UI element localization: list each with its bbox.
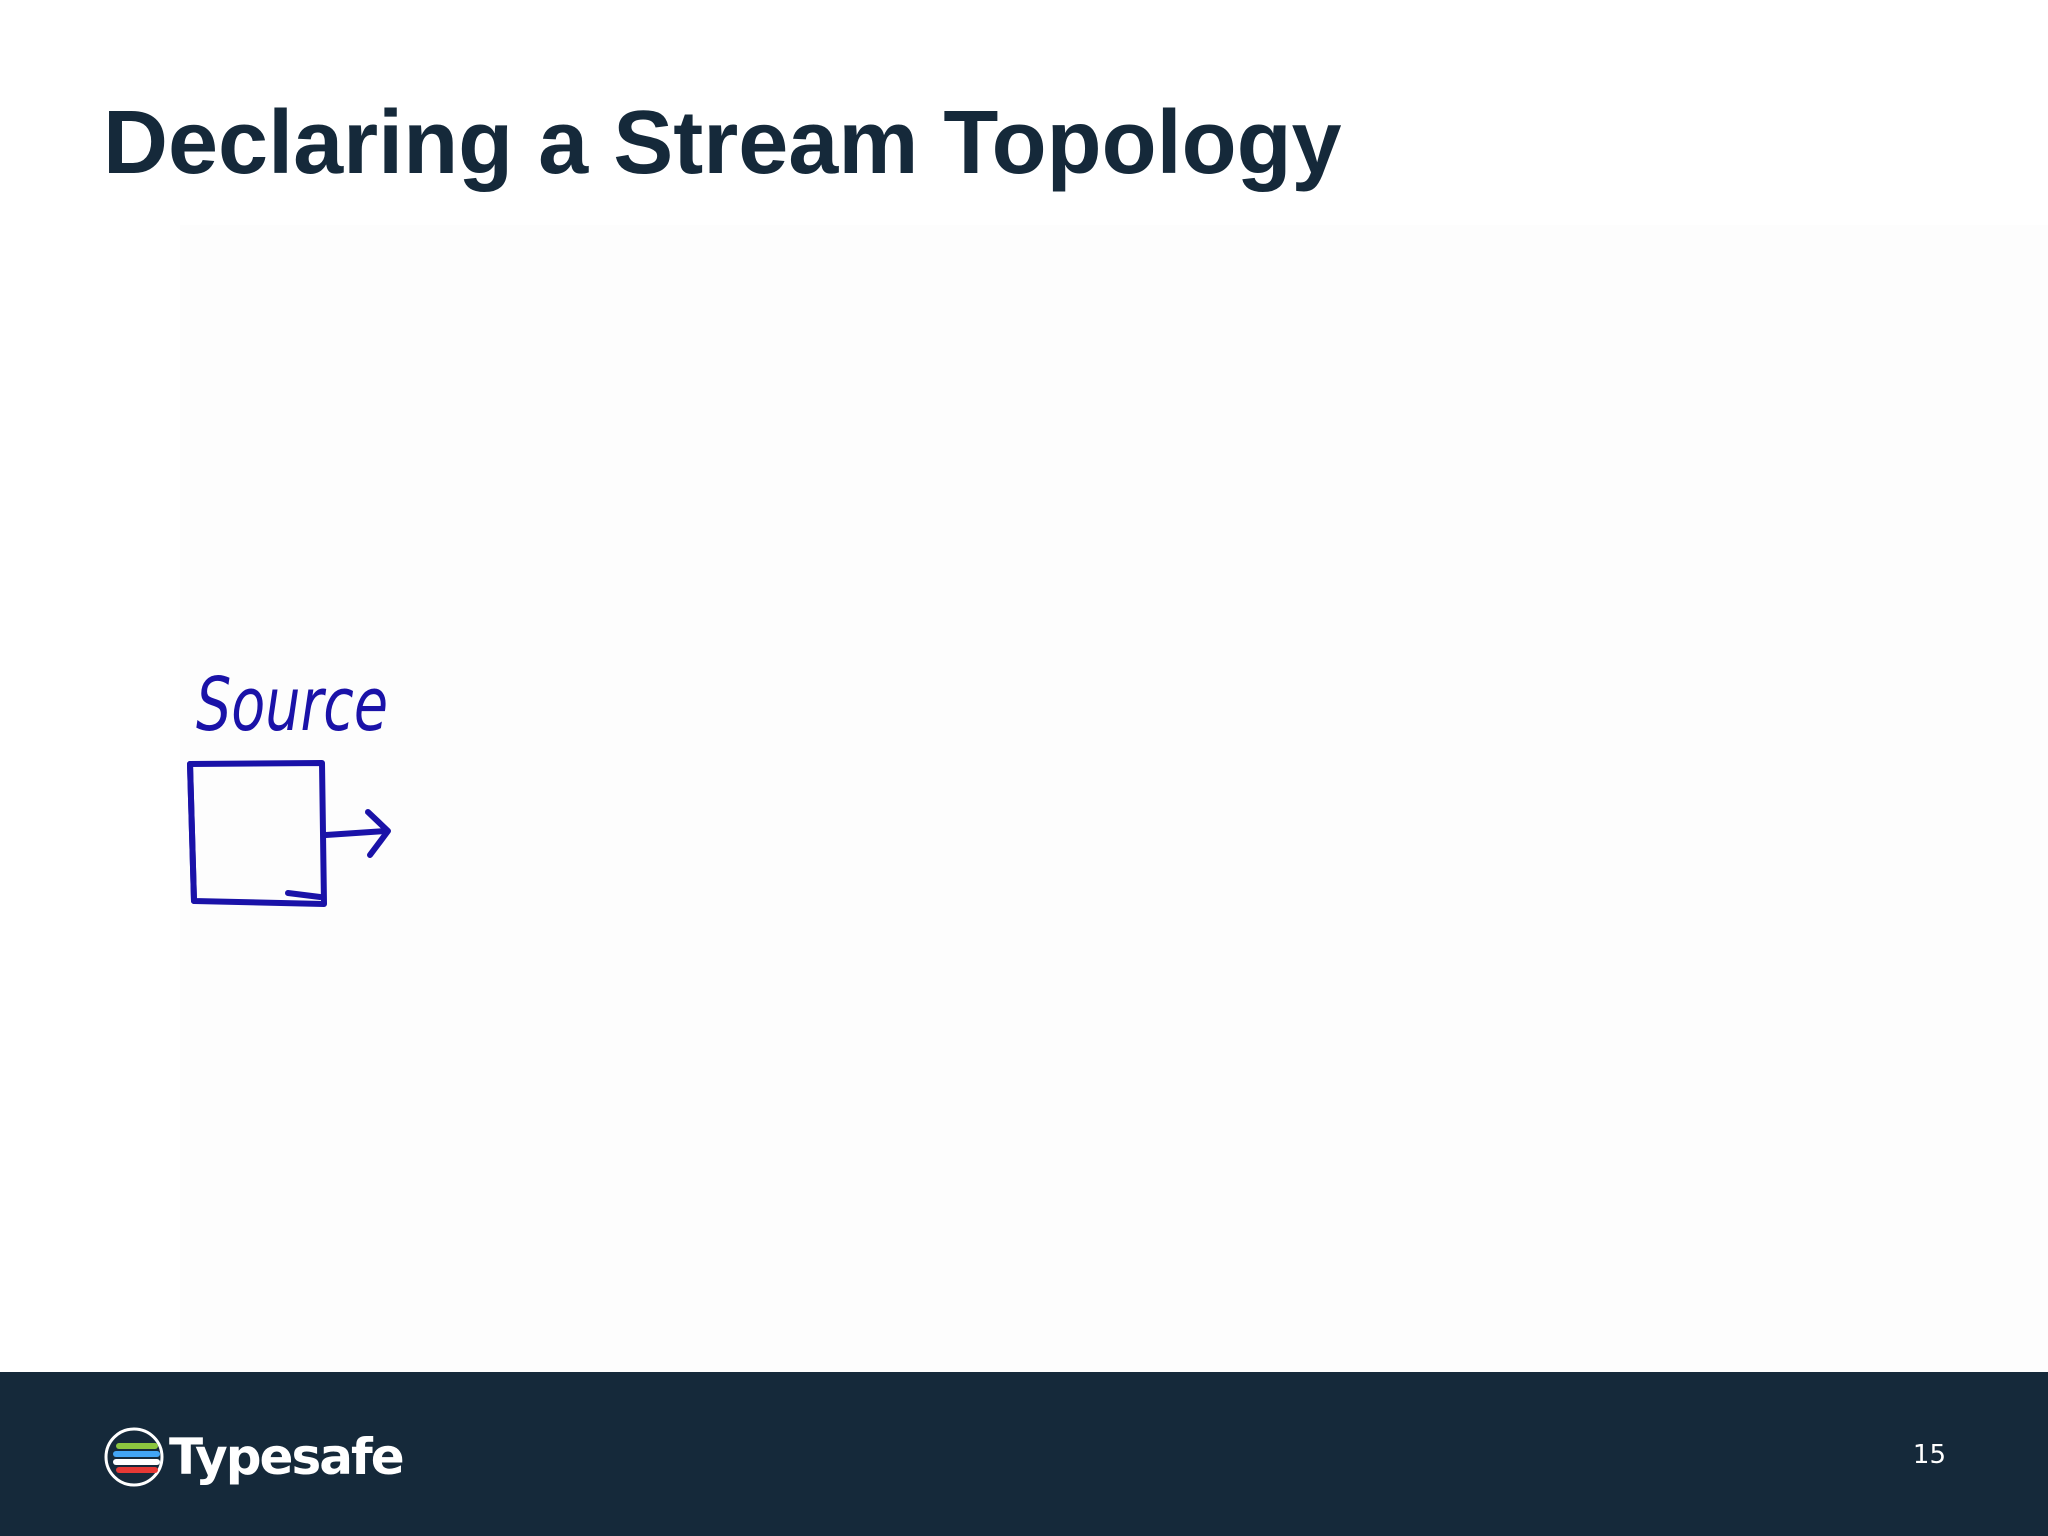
typesafe-logo: Typesafe: [103, 1425, 405, 1489]
source-output-arrow: [323, 809, 391, 858]
source-label: Source: [196, 662, 388, 748]
page-number: 15: [1912, 1440, 1946, 1470]
slide-title: Declaring a Stream Topology: [103, 93, 1342, 193]
footer-bar: [0, 1372, 2048, 1536]
typesafe-logo-icon: [104, 1427, 164, 1487]
source-node-box: [187, 760, 327, 907]
typesafe-logo-text: Typesafe: [169, 1428, 405, 1486]
topology-diagram: Source: [187, 662, 391, 907]
whiteboard-area: [180, 225, 2048, 1372]
